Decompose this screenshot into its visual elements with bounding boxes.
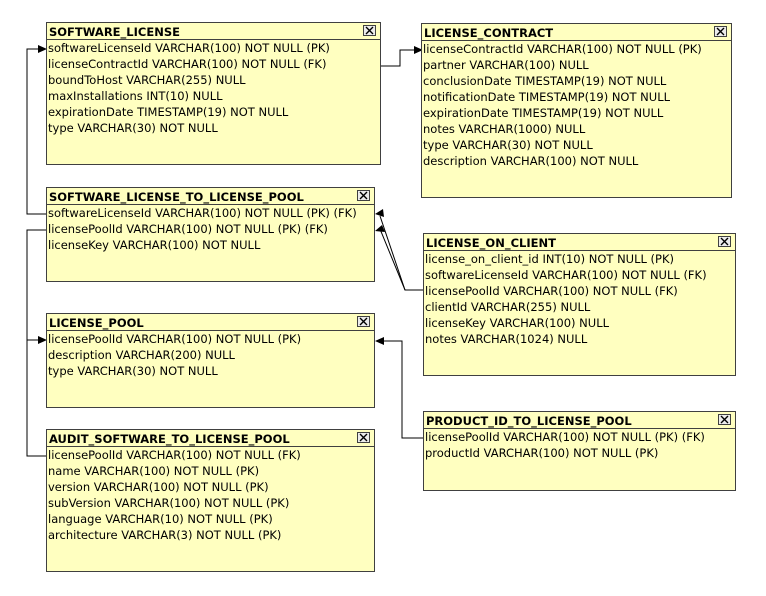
- arrowhead: [375, 225, 385, 232]
- divider: [47, 330, 374, 331]
- table-column: licensePoolId VARCHAR(100) NOT NULL (FK): [48, 448, 301, 462]
- close-icon[interactable]: [718, 414, 731, 425]
- table-column: language VARCHAR(10) NOT NULL (PK): [48, 512, 273, 526]
- table-column: description VARCHAR(200) NULL: [48, 348, 235, 362]
- table-column: productId VARCHAR(100) NOT NULL (PK): [425, 446, 659, 460]
- arrowhead: [38, 45, 47, 53]
- table-title: LICENSE_CONTRACT: [424, 26, 554, 40]
- close-icon[interactable]: [363, 25, 376, 36]
- close-icon[interactable]: [714, 26, 727, 37]
- divider: [47, 39, 380, 40]
- relation-line: [380, 49, 415, 67]
- table-column: licensePoolId VARCHAR(100) NOT NULL (PK)…: [425, 430, 705, 444]
- table-title: LICENSE_POOL: [49, 316, 144, 330]
- table-column: version VARCHAR(100) NOT NULL (PK): [48, 480, 269, 494]
- table-column: architecture VARCHAR(3) NOT NULL (PK): [48, 528, 282, 542]
- table-title: LICENSE_ON_CLIENT: [426, 236, 556, 250]
- table-column: licenseKey VARCHAR(100) NOT NULL: [48, 238, 261, 252]
- table-software-license[interactable]: SOFTWARE_LICENSE softwareLicenseId VARCH…: [46, 22, 381, 165]
- divider: [47, 446, 374, 447]
- table-title: PRODUCT_ID_TO_LICENSE_POOL: [426, 414, 632, 428]
- table-column: licenseContractId VARCHAR(100) NOT NULL …: [48, 57, 327, 71]
- table-column: expirationDate TIMESTAMP(19) NOT NULL: [48, 105, 289, 119]
- table-product-id-to-license-pool[interactable]: PRODUCT_ID_TO_LICENSE_POOL licensePoolId…: [423, 411, 736, 491]
- table-column: notes VARCHAR(1024) NULL: [425, 332, 588, 346]
- arrowhead: [375, 337, 384, 345]
- relation-line: [26, 48, 47, 215]
- table-column: softwareLicenseId VARCHAR(100) NOT NULL …: [48, 206, 357, 220]
- divider: [424, 250, 735, 251]
- close-icon[interactable]: [718, 236, 731, 247]
- table-column: type VARCHAR(30) NOT NULL: [423, 138, 593, 152]
- table-column: type VARCHAR(30) NOT NULL: [48, 121, 218, 135]
- table-column: boundToHost VARCHAR(255) NULL: [48, 73, 246, 87]
- table-column: licensePoolId VARCHAR(100) NOT NULL (PK): [48, 332, 302, 346]
- table-column: licensePoolId VARCHAR(100) NOT NULL (FK): [425, 284, 678, 298]
- table-column: conclusionDate TIMESTAMP(19) NOT NULL: [423, 74, 667, 88]
- relation-line: [379, 228, 424, 291]
- arrowhead: [38, 336, 47, 344]
- table-column: type VARCHAR(30) NOT NULL: [48, 364, 218, 378]
- close-icon[interactable]: [357, 432, 370, 443]
- table-column: licenseContractId VARCHAR(100) NOT NULL …: [423, 42, 702, 56]
- relation-line: [26, 340, 47, 457]
- table-title: SOFTWARE_LICENSE_TO_LICENSE_POOL: [49, 190, 304, 204]
- table-software-license-to-license-pool[interactable]: SOFTWARE_LICENSE_TO_LICENSE_POOL softwar…: [46, 187, 375, 282]
- table-audit-software-to-license-pool[interactable]: AUDIT_SOFTWARE_TO_LICENSE_POOL licensePo…: [46, 429, 375, 572]
- arrowhead: [414, 46, 423, 54]
- arrowhead: [375, 209, 384, 217]
- table-license-pool[interactable]: LICENSE_POOL licensePoolId VARCHAR(100) …: [46, 313, 375, 408]
- table-column: name VARCHAR(100) NOT NULL (PK): [48, 464, 260, 478]
- table-column: softwareLicenseId VARCHAR(100) NOT NULL …: [425, 268, 707, 282]
- close-icon[interactable]: [357, 316, 370, 327]
- table-column: notificationDate TIMESTAMP(19) NOT NULL: [423, 90, 671, 104]
- table-license-on-client[interactable]: LICENSE_ON_CLIENT license_on_client_id I…: [423, 233, 736, 376]
- close-icon[interactable]: [357, 190, 370, 201]
- table-column: description VARCHAR(100) NOT NULL: [423, 154, 639, 168]
- table-title: SOFTWARE_LICENSE: [49, 25, 180, 39]
- table-column: partner VARCHAR(100) NULL: [423, 58, 589, 72]
- table-column: maxInstallations INT(10) NULL: [48, 89, 223, 103]
- table-column: subVersion VARCHAR(100) NOT NULL (PK): [48, 496, 290, 510]
- table-column: licensePoolId VARCHAR(100) NOT NULL (PK)…: [48, 222, 328, 236]
- divider: [47, 204, 374, 205]
- relation-line: [379, 215, 424, 291]
- relation-line: [383, 340, 424, 439]
- table-column: expirationDate TIMESTAMP(19) NOT NULL: [423, 106, 664, 120]
- table-column: licenseKey VARCHAR(100) NULL: [425, 316, 610, 330]
- relation-line: [26, 229, 47, 341]
- table-column: softwareLicenseId VARCHAR(100) NOT NULL …: [48, 41, 330, 55]
- table-title: AUDIT_SOFTWARE_TO_LICENSE_POOL: [49, 432, 290, 446]
- table-license-contract[interactable]: LICENSE_CONTRACT licenseContractId VARCH…: [421, 23, 732, 198]
- table-column: notes VARCHAR(1000) NULL: [423, 122, 586, 136]
- table-column: license_on_client_id INT(10) NOT NULL (P…: [425, 252, 675, 266]
- divider: [424, 428, 735, 429]
- divider: [422, 40, 731, 41]
- table-column: clientId VARCHAR(255) NULL: [425, 300, 591, 314]
